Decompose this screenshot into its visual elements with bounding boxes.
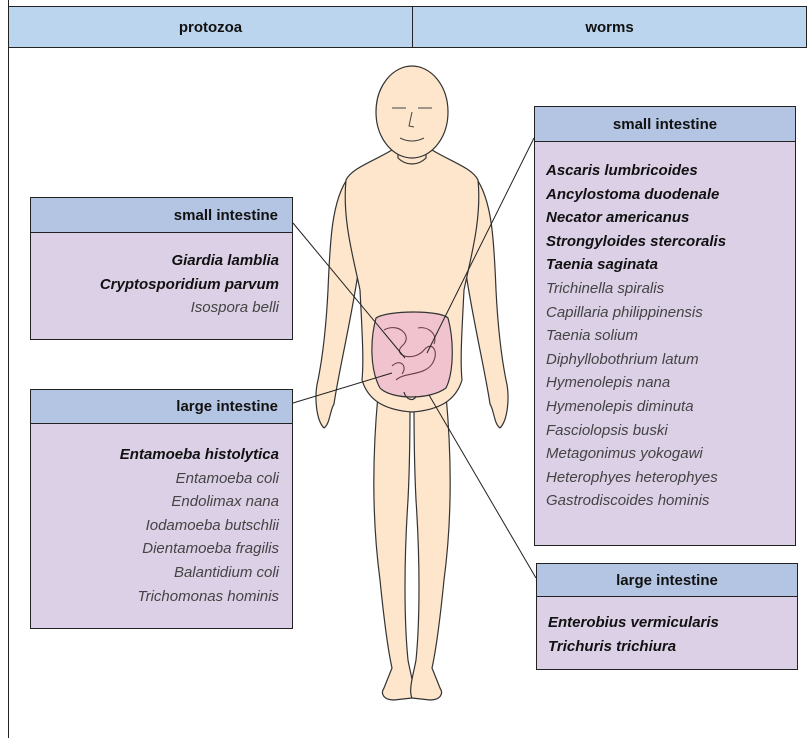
organism-name: Trichomonas hominis — [31, 585, 279, 609]
organism-name: Dientamoeba fragilis — [31, 537, 279, 561]
worms-small-intestine-list: Ascaris lumbricoides Ancylostoma duodena… — [534, 142, 796, 546]
left-leg — [374, 395, 414, 700]
organism-name: Balantidium coli — [31, 561, 279, 585]
organism-name: Trichinella spiralis — [546, 277, 795, 301]
organism-name: Giardia lamblia — [31, 249, 279, 273]
organism-name: Ascaris lumbricoides — [546, 159, 795, 183]
protozoa-large-intestine-title: large intestine — [30, 389, 293, 424]
worms-small-intestine-box: small intestine Ascaris lumbricoides Anc… — [534, 106, 796, 546]
organism-name: Endolimax nana — [31, 490, 279, 514]
protozoa-small-intestine-title: small intestine — [30, 197, 293, 233]
organism-name: Fasciolopsis buski — [546, 419, 795, 443]
protozoa-large-intestine-box: large intestine Entamoeba histolytica En… — [30, 389, 293, 629]
organism-name: Capillaria philippinensis — [546, 301, 795, 325]
organism-name: Iodamoeba butschlii — [31, 514, 279, 538]
organism-name: Heterophyes heterophyes — [546, 466, 795, 490]
organism-name: Cryptosporidium parvum — [31, 273, 279, 297]
organism-name: Strongyloides stercoralis — [546, 230, 795, 254]
organism-name: Isospora belli — [31, 296, 279, 320]
right-leg — [411, 395, 451, 700]
organism-name: Metagonimus yokogawi — [546, 442, 795, 466]
organism-name: Trichuris trichiura — [548, 635, 797, 659]
organism-name: Necator americanus — [546, 206, 795, 230]
protozoa-large-intestine-list: Entamoeba histolytica Entamoeba coli End… — [30, 424, 293, 629]
organism-name: Taenia saginata — [546, 253, 795, 277]
organism-name: Entamoeba histolytica — [31, 443, 279, 467]
organism-name: Enterobius vermicularis — [548, 611, 797, 635]
organism-name: Diphyllobothrium latum — [546, 348, 795, 372]
organism-name: Hymenolepis diminuta — [546, 395, 795, 419]
protozoa-small-intestine-list: Giardia lamblia Cryptosporidium parvum I… — [30, 233, 293, 340]
worms-large-intestine-title: large intestine — [536, 563, 798, 597]
organism-name: Taenia solium — [546, 324, 795, 348]
organism-name: Hymenolepis nana — [546, 371, 795, 395]
protozoa-small-intestine-box: small intestine Giardia lamblia Cryptosp… — [30, 197, 293, 340]
worms-small-intestine-title: small intestine — [534, 106, 796, 142]
organism-name: Ancylostoma duodenale — [546, 183, 795, 207]
organism-name: Gastrodiscoides hominis — [546, 489, 795, 513]
intestine-illustration — [372, 312, 452, 399]
worms-large-intestine-box: large intestine Enterobius vermicularis … — [536, 563, 798, 670]
organism-name: Entamoeba coli — [31, 467, 279, 491]
worms-large-intestine-list: Enterobius vermicularis Trichuris trichi… — [536, 597, 798, 670]
